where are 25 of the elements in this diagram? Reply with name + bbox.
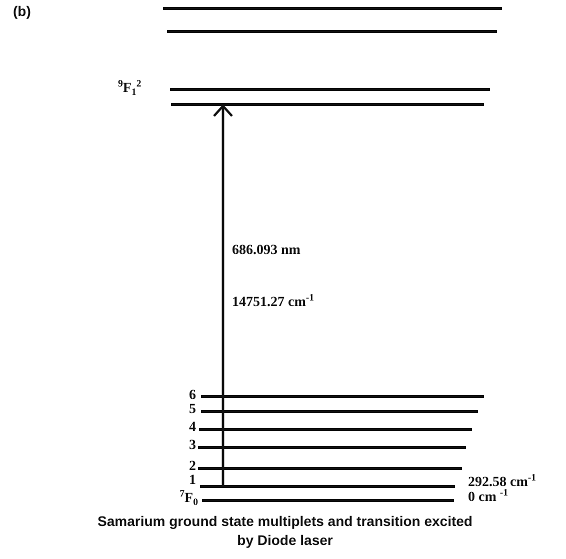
energy-level-line <box>201 410 478 413</box>
energy-value-label: 0 cm $^{-1}$ <box>468 491 508 505</box>
energy-level-line <box>200 485 455 488</box>
level-label: 2 <box>189 460 196 474</box>
annotation-text: 14751.27 cm$^{-1}$ <box>232 296 314 310</box>
figure-caption: Samarium ground state multiplets and transition excited by Diode laser <box>96 512 474 550</box>
energy-level-line <box>202 499 454 502</box>
energy-level-line <box>199 428 472 431</box>
level-label: 3 <box>189 439 196 453</box>
level-label: 4 <box>189 421 196 435</box>
energy-level-line <box>167 30 497 33</box>
level-label: $^{7}$F$_{0}$ <box>180 492 198 506</box>
energy-value-label: 292.58 cm$^{-1}$ <box>468 476 536 490</box>
transition-arrow <box>212 104 234 485</box>
energy-level-line <box>170 88 490 91</box>
level-label: 5 <box>189 403 196 417</box>
energy-level-line <box>198 467 462 470</box>
panel-label: (b) <box>13 4 31 18</box>
level-label: 6 <box>189 389 196 403</box>
annotation-text: 686.093 nm <box>232 244 300 258</box>
energy-level-line <box>171 103 484 106</box>
energy-level-line <box>198 446 466 449</box>
energy-level-line <box>201 395 484 398</box>
energy-level-line <box>163 7 502 10</box>
level-label: 1 <box>189 474 196 488</box>
